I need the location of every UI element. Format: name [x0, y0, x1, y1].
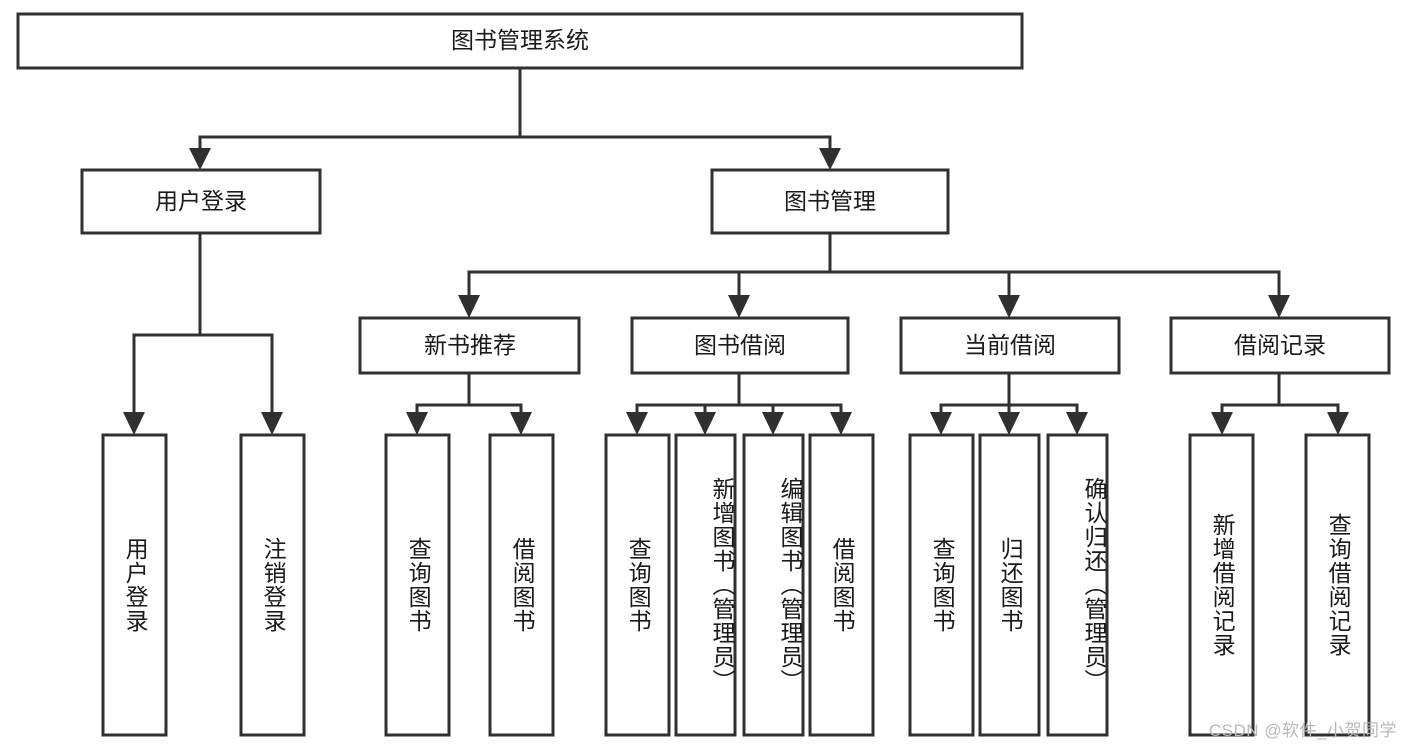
- node-box-leaf-0[interactable]: [101, 433, 168, 737]
- node-box-leaf-11[interactable]: [1188, 433, 1255, 737]
- node-box-leaf-9[interactable]: [978, 433, 1041, 737]
- arrow-head-leaf-3: [510, 412, 532, 435]
- connector-group-borrow-record: [1211, 371, 1349, 435]
- csdn-watermark: CSDN @软件_小贺同学: [1208, 721, 1397, 740]
- connector-group-book-mgmt: [458, 231, 1290, 318]
- arrow-head-leaf-12: [1327, 412, 1349, 435]
- node-box-current-borrow[interactable]: [899, 316, 1121, 375]
- node-box-leaf-12[interactable]: [1304, 433, 1371, 737]
- arrow-head-l3-1: [728, 295, 750, 318]
- node-box-new-book[interactable]: [358, 316, 581, 375]
- node-box-leaf-4[interactable]: [604, 433, 671, 737]
- arrow-head-leaf-7: [830, 412, 852, 435]
- node-box-borrow-record[interactable]: [1169, 316, 1391, 375]
- arrow-head-leaf-8: [930, 412, 952, 435]
- arrow-head-leaf-4: [626, 412, 648, 435]
- arrow-head-l3-0: [458, 295, 480, 318]
- arrow-head-leaf-9: [998, 412, 1020, 435]
- node-box-leaf-5[interactable]: [674, 433, 737, 737]
- node-box-root[interactable]: [16, 12, 1024, 70]
- connector-group-borrow-book: [626, 371, 852, 435]
- connector-group-new-book: [406, 371, 532, 435]
- arrow-head-leaf-10: [1066, 412, 1088, 435]
- node-box-borrow-book[interactable]: [630, 316, 850, 375]
- arrow-head-leaf-1: [261, 412, 283, 435]
- node-label-root: 图书管理系统: [451, 27, 589, 53]
- node-label-borrow-record: 借阅记录: [1234, 332, 1326, 358]
- node-box-leaf-3[interactable]: [488, 433, 555, 737]
- node-label-book-mgmt: 图书管理: [784, 188, 876, 214]
- node-box-leaf-8[interactable]: [908, 433, 975, 737]
- node-box-leaf-1[interactable]: [239, 433, 306, 737]
- connector-group-user-login: [123, 231, 283, 435]
- node-box-leaf-10[interactable]: [1046, 433, 1109, 737]
- arrow-head-l3-2: [998, 295, 1020, 318]
- arrow-head-book-mgmt: [819, 148, 841, 170]
- node-box-book-mgmt[interactable]: [710, 168, 950, 235]
- arrow-head-leaf-2: [406, 412, 428, 435]
- node-label-new-book: 新书推荐: [424, 332, 516, 358]
- arrow-head-leaf-6: [762, 412, 784, 435]
- node-box-leaf-7[interactable]: [808, 433, 875, 737]
- node-label-user-login: 用户登录: [155, 188, 247, 214]
- node-label-borrow-book: 图书借阅: [694, 332, 786, 358]
- arrow-head-user-login: [189, 148, 211, 170]
- node-box-leaf-2[interactable]: [384, 433, 451, 737]
- node-label-current-borrow: 当前借阅: [964, 332, 1056, 358]
- arrow-head-leaf-5: [694, 412, 716, 435]
- arrow-head-leaf-11: [1211, 412, 1233, 435]
- arrow-head-l3-3: [1268, 295, 1290, 318]
- arrow-head-leaf-0: [123, 412, 145, 435]
- node-box-leaf-6[interactable]: [742, 433, 805, 737]
- node-box-user-login[interactable]: [80, 168, 322, 235]
- connector-group-root: [189, 66, 841, 170]
- connector-group-current-borrow: [930, 371, 1088, 435]
